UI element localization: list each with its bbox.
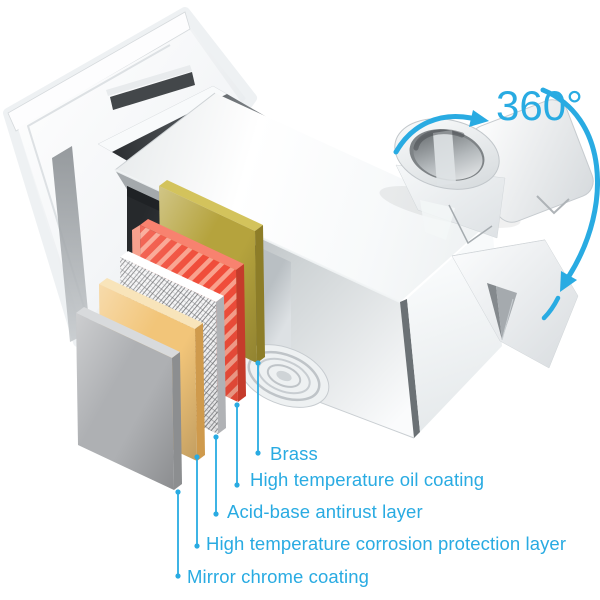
socket-shadow-crescent: [413, 129, 465, 151]
leader-dot: [255, 450, 261, 456]
cup-v-groove: [448, 204, 493, 245]
antirust-edge-right: [216, 296, 226, 434]
body-opening-right-wall: [263, 249, 291, 375]
leader-dots: [175, 360, 261, 579]
wall-plate-bevel: [7, 11, 191, 132]
body-top-face: [115, 93, 492, 302]
oil-edge-top: [140, 219, 244, 270]
holder-cup: [379, 99, 594, 369]
leader-lines: [177, 363, 259, 576]
corrosion-edge-top: [99, 278, 203, 329]
oil-edge-right: [236, 264, 246, 402]
leader-dot: [213, 511, 219, 517]
leader-dot: [234, 402, 240, 408]
cup-bottom-wedge: [451, 239, 579, 369]
label-antirust-layer: Acid-base antirust layer: [227, 501, 423, 522]
brass-edge-right: [255, 225, 265, 363]
rotation-arrowheads: [469, 110, 577, 292]
rotation-arc-small: [393, 114, 474, 155]
wall-plate-recess-slot: [110, 72, 195, 110]
layer-chrome-coating: [76, 307, 182, 490]
body-top-left-edge: [114, 92, 216, 171]
leader-dot: [175, 489, 181, 495]
brass-edge-top: [159, 180, 263, 231]
chrome-edge-top: [76, 307, 180, 358]
wedge-facet-mid: [496, 286, 517, 340]
label-oil-coating: High temperature oil coating: [250, 469, 485, 490]
leader-dot: [194, 454, 200, 460]
arrowhead-right-icon: [469, 110, 489, 127]
leader-dot: [175, 573, 181, 579]
wedge-facet-dark: [487, 283, 502, 340]
cup-lobe-notch: [536, 195, 570, 215]
antirust-edge-top: [120, 251, 224, 302]
rotation-arrow-icon: [393, 87, 600, 321]
label-brass: Brass: [270, 443, 318, 464]
leader-dot: [234, 482, 240, 488]
body-corner-sliver: [400, 299, 420, 438]
rotation-arc-tail: [541, 295, 561, 321]
wedge-facet-edge: [501, 298, 514, 341]
wall-plate-recess-highlight: [106, 65, 192, 96]
cup-front-facet: [420, 200, 455, 240]
chrome-face-shade: [76, 313, 174, 490]
leader-dot: [255, 360, 261, 366]
arrowhead-down-icon: [560, 271, 577, 292]
rotation-360-label: 360°: [496, 82, 583, 129]
corrosion-edge-right: [195, 323, 205, 461]
rotation-arc-large: [540, 87, 600, 279]
chrome-edge-right: [172, 352, 182, 490]
label-corrosion-protection-layer: High temperature corrosion protection la…: [206, 533, 567, 554]
wall-plate-shadow-band: [52, 146, 90, 342]
label-mirror-chrome-coating: Mirror chrome coating: [187, 566, 370, 587]
leader-dot: [213, 434, 219, 440]
leader-dot: [194, 543, 200, 549]
socket-peg-highlight: [433, 130, 456, 186]
